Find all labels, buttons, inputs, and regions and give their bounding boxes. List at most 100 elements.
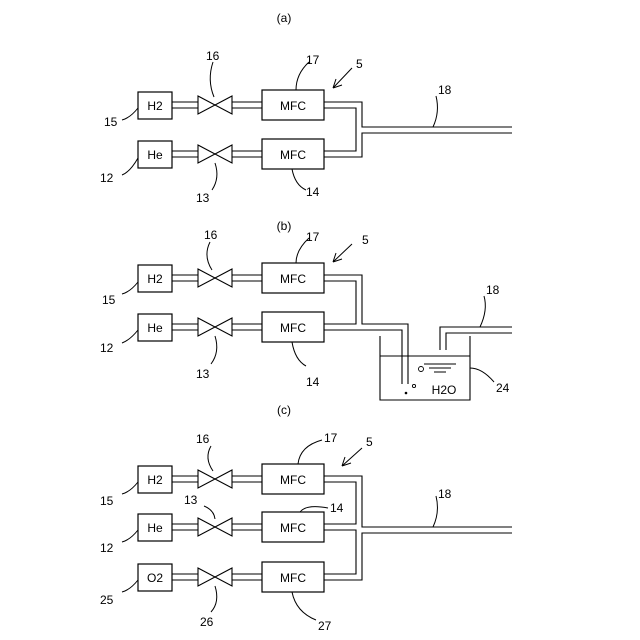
panel-b-he-gas-lead (122, 330, 138, 343)
panel-b-he-mfc-lead (292, 342, 306, 366)
panel-b-h2-valve-ref: 16 (204, 228, 218, 242)
panel-a-he-valve-lead (212, 163, 217, 190)
panel-c-h2-gas-label: H2 (147, 473, 163, 487)
panel-b-tank-lead (470, 368, 494, 382)
panel-c-he-gas-ref: 12 (100, 541, 114, 555)
panel-a-he-valve-icon (198, 145, 232, 163)
panel-a-system-arrow (333, 68, 352, 88)
panel-a-h2-gas-ref: 15 (104, 115, 118, 129)
panel-c-o2-valve-lead (211, 586, 217, 612)
panel-c-manifold-top-outer (324, 476, 512, 527)
panel-c-he-mfc-lead (300, 507, 328, 512)
panel-c-h2-valve-icon (198, 470, 232, 488)
panel-c-o2-gas-ref: 25 (100, 593, 114, 607)
panel-a-he-gas-ref: 12 (100, 171, 114, 185)
panel-a-h2-gas-lead (122, 108, 138, 120)
panel-c-label: (c) (277, 403, 291, 417)
panel-b-h2-gas-ref: 15 (102, 293, 116, 307)
panel-c-he-line: He MFC 12 13 14 (100, 493, 344, 555)
panel-c-he-valve-lead (204, 506, 215, 519)
panel-a-he-gas-label: He (147, 148, 163, 162)
panel-a-he-valve-ref: 13 (196, 191, 210, 205)
panel-c-o2-valve-ref: 26 (200, 615, 214, 629)
panel-b-h2-mfc-label: MFC (280, 272, 306, 286)
panel-a-label: (a) (277, 11, 292, 25)
panel-b-system-ref: 5 (362, 233, 369, 247)
panel-a-h2-valve-lead (210, 62, 214, 97)
panel-c-he-mfc-ref: 14 (330, 501, 344, 515)
panel-b-he-valve-lead (211, 336, 217, 364)
panel-c-system-arrow (342, 448, 362, 466)
panel-b: (b) H2 MFC 15 16 17 He (100, 219, 512, 400)
panel-c-o2-valve-icon (198, 568, 232, 586)
panel-b-outlet-lead (480, 296, 485, 327)
panel-b-label: (b) (277, 219, 292, 233)
panel-c-he-valve-icon (198, 518, 232, 536)
panel-c-h2-line: H2 MFC 15 16 17 (100, 431, 338, 508)
panel-b-h2-line: H2 MFC 15 16 17 (102, 228, 324, 307)
panel-c-o2-gas-label: O2 (147, 571, 163, 585)
panel-b-bubble-2 (412, 384, 415, 387)
panel-c-o2-mfc-label: MFC (280, 571, 306, 585)
panel-c-h2-mfc-label: MFC (280, 473, 306, 487)
panel-a-manifold-lower (324, 133, 512, 157)
panel-a-he-mfc-ref: 14 (306, 185, 320, 199)
panel-c-he-valve-ref: 13 (184, 493, 198, 507)
panel-a-he-gas-lead (122, 158, 138, 175)
panel-c-manifold-bottom-outer (324, 533, 512, 580)
panel-a-manifold-inner (324, 108, 356, 151)
panel-c-h2-gas-ref: 15 (100, 494, 114, 508)
panel-b-manifold-lower (324, 330, 402, 384)
panel-c: (c) H2 MFC 15 16 17 He (100, 403, 512, 633)
panel-a-h2-mfc-ref: 17 (306, 53, 320, 67)
panel-b-h2-gas-label: H2 (147, 272, 163, 286)
panel-c-o2-mfc-lead (292, 592, 316, 620)
panel-a-he-line: He MFC 12 13 14 (100, 139, 324, 205)
panel-a-h2-gas-label: H2 (147, 99, 163, 113)
panel-b-h2-mfc-ref: 17 (306, 230, 320, 244)
panel-b-tank-ref: 24 (496, 381, 510, 395)
panel-a-system-ref: 5 (356, 57, 363, 71)
panel-b-water-surface-icon (424, 364, 456, 372)
panel-b-outlet-inner (446, 333, 512, 350)
panel-a-he-mfc-label: MFC (280, 148, 306, 162)
panel-b-h2-valve-icon (198, 269, 232, 287)
panel-a-h2-valve-icon (198, 96, 232, 114)
panel-b-outlet-ref: 18 (486, 283, 500, 297)
panel-b-he-mfc-ref: 14 (306, 375, 320, 389)
panel-b-manifold-inner (324, 281, 356, 324)
panel-a-h2-line: H2 MFC 15 16 17 (104, 49, 324, 129)
panel-b-he-gas-label: He (147, 321, 163, 335)
panel-c-o2-line: O2 MFC 25 26 27 (100, 562, 332, 633)
panel-c-he-mfc-label: MFC (280, 521, 306, 535)
panel-c-h2-mfc-ref: 17 (324, 431, 338, 445)
panel-a-outlet-ref: 18 (438, 83, 452, 97)
panel-c-outlet-lead (433, 496, 437, 527)
panel-b-bubble-3 (405, 392, 408, 395)
panel-c-h2-valve-lead (208, 446, 213, 471)
panel-b-he-valve-ref: 13 (196, 367, 210, 381)
panel-a-he-mfc-lead (292, 169, 306, 190)
panel-b-h2-valve-lead (207, 242, 212, 270)
panel-c-h2-mfc-lead (298, 440, 322, 464)
panel-b-he-valve-icon (198, 318, 232, 336)
panel-c-system-ref: 5 (366, 435, 373, 449)
panel-a-outlet-lead (433, 96, 437, 127)
panel-c-o2-mfc-ref: 27 (318, 619, 332, 633)
panel-c-manifold-mid (324, 530, 356, 574)
panel-b-he-line: He MFC 12 13 14 (100, 312, 324, 389)
panel-b-tank (380, 336, 470, 400)
panel-b-he-mfc-label: MFC (280, 321, 306, 335)
panel-a-h2-valve-ref: 16 (206, 49, 220, 63)
panel-c-he-gas-label: He (147, 521, 163, 535)
panel-b-outlet-outer (440, 327, 512, 350)
panel-b-system-arrow (333, 244, 352, 262)
panel-a-manifold-outer (324, 102, 512, 127)
panel-a-h2-mfc-label: MFC (280, 99, 306, 113)
panel-c-he-gas-lead (122, 530, 138, 542)
panel-a: (a) H2 MFC 15 16 17 He (100, 11, 512, 205)
panel-c-h2-valve-ref: 16 (196, 432, 210, 446)
panel-b-bubble-1 (419, 367, 424, 372)
panel-c-o2-gas-lead (122, 580, 138, 592)
